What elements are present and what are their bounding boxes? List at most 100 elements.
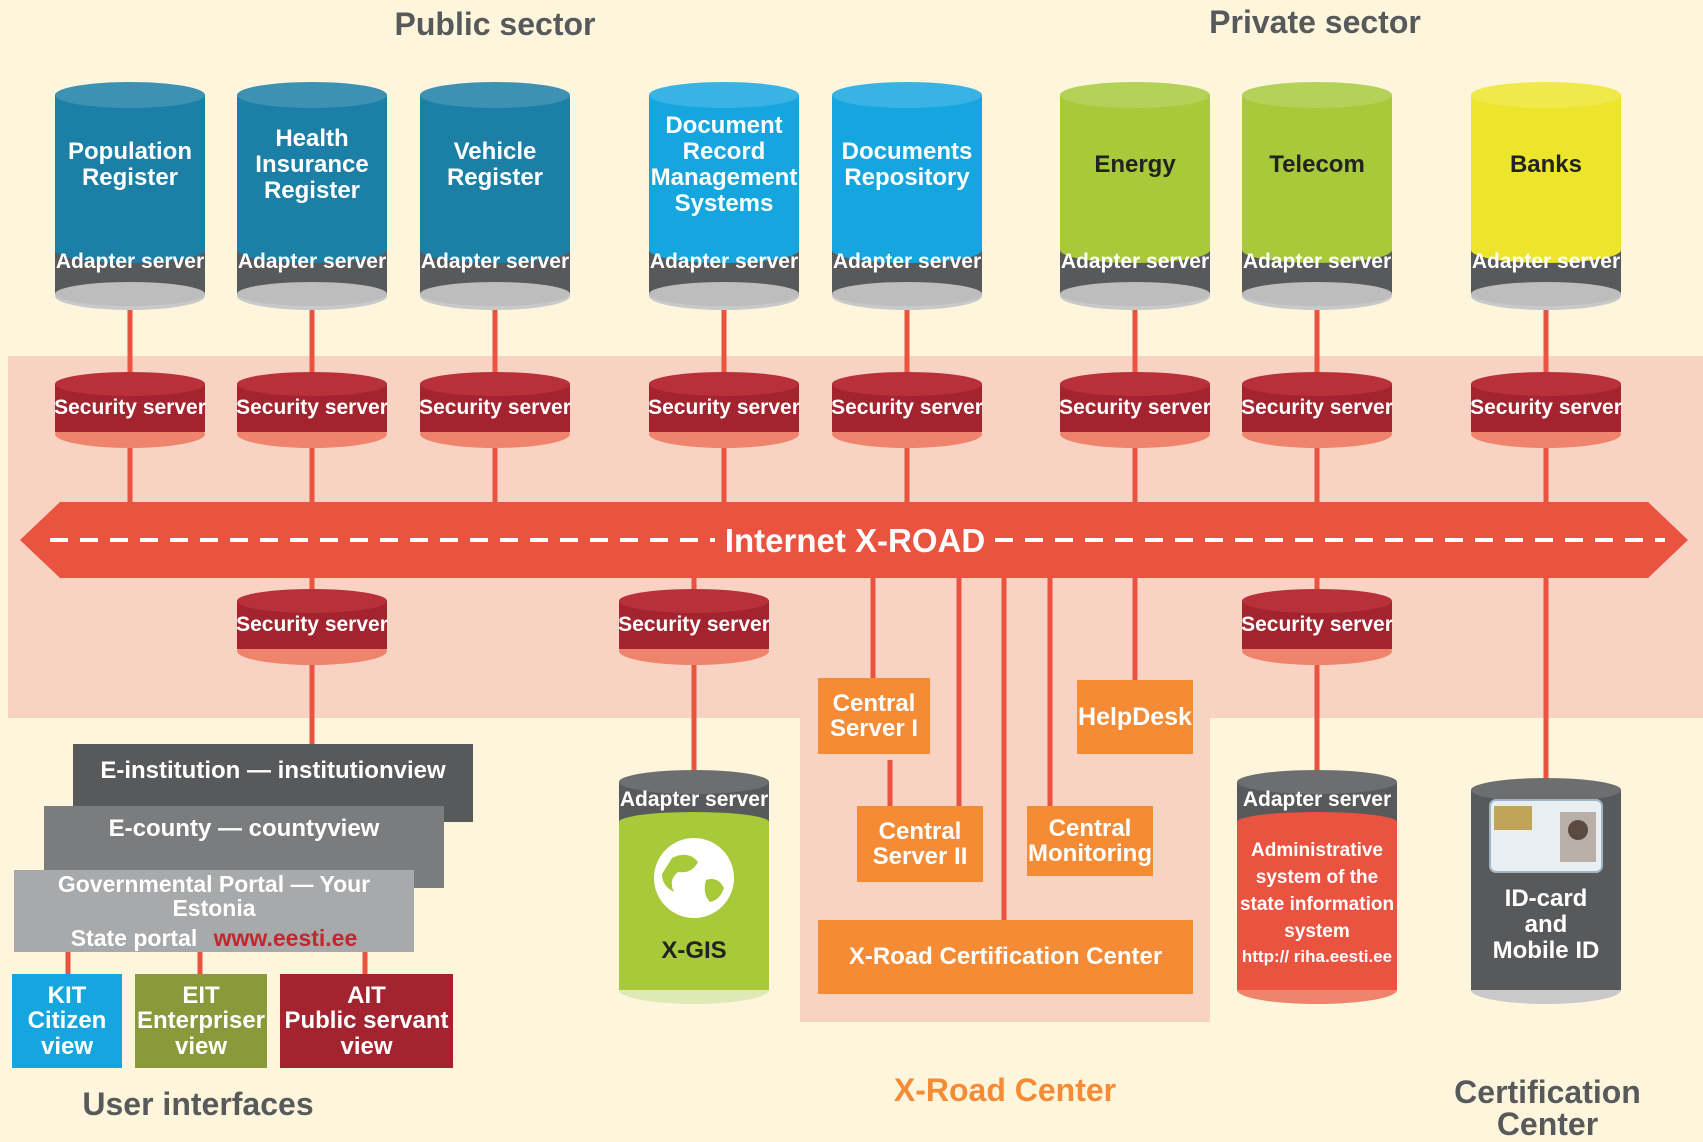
riha-label-line: system of the [1256,867,1378,888]
user-interfaces-title: User interfaces [82,1086,314,1122]
database-lower-rim [1060,237,1210,263]
adapter-server-label: Adapter server [833,250,981,273]
adapter-band-bottom [420,282,570,306]
id-card-chip [1494,806,1532,830]
database-top [55,82,205,108]
database-body [649,95,799,250]
state-portal-url[interactable]: www.eesti.ee [213,925,358,952]
database-label-line: Banks [1510,151,1582,178]
database-label-line: Document [665,112,782,139]
database-top [1242,82,1392,108]
adapter-server-label: Adapter server [56,250,204,273]
database-body [420,95,570,250]
security-server-top-0: Security server [54,372,206,448]
kit-line-1: Citizen [27,1007,107,1035]
database-body [1242,95,1392,250]
governmental-portal-box: Governmental Portal — Your Estonia State… [14,870,414,952]
kit-citizen-view-box: KIT Citizen view [12,974,122,1068]
security-server-label: Security server [618,613,770,636]
database-top [420,82,570,108]
security-server-label: Security server [236,613,388,636]
database-label-line: Documents [842,138,973,165]
database-label-line: Record [683,138,766,165]
ait-line-1: Public servant [284,1007,449,1035]
database-label-line: Population [68,138,192,165]
security-server-top [1242,589,1392,613]
security-server-top [649,372,799,396]
security-server-label: Security server [419,396,571,419]
central-server-2-line-1: Central [878,817,962,845]
central-monitoring-line-2: Monitoring [1028,840,1152,867]
database-lower-rim [420,237,570,263]
database-top [649,82,799,108]
id-card-face [1568,820,1588,840]
security-server-lower-1: Security server [618,589,770,665]
adapter-server-label: Adapter server [1061,250,1209,273]
database-label-line: Register [82,164,178,191]
kit-line-2: view [40,1032,94,1060]
security-server-top-7: Security server [1470,372,1622,448]
security-server-top-1: Security server [236,372,388,448]
database-body [55,95,205,250]
riha-label-line: state information [1240,894,1394,915]
ait-public-servant-view-box: AIT Public servant view [280,974,453,1068]
helpdesk-box: HelpDesk [1077,680,1193,754]
security-server-top [619,589,769,613]
central-server-1-line-2: Server I [829,715,919,742]
security-server-top-6: Security server [1241,372,1393,448]
adapter-server-label: Adapter server [1472,250,1620,273]
database-top [237,82,387,108]
eit-abbr: EIT [182,982,220,1010]
security-server-top [1242,372,1392,396]
governmental-portal-title: Governmental Portal — Your Estonia [57,870,371,921]
security-server-top-3: Security server [648,372,800,448]
ait-abbr: AIT [347,982,386,1010]
database-label-line: Register [264,177,360,204]
security-server-top [832,372,982,396]
database-label-line: Repository [844,164,970,191]
database-top [1060,82,1210,108]
database-lower-rim [237,237,387,263]
database-top [832,82,982,108]
internet-xroad-road [20,502,1688,578]
database-body [1060,95,1210,250]
database-lower-rim [55,237,205,263]
adapter-server-label: Adapter server [238,250,386,273]
database-label-line: Vehicle [454,138,537,165]
state-portal-line: State portal www.eesti.ee [71,926,358,950]
adapter-band-bottom [649,282,799,306]
database-body [237,95,387,250]
adapter-band-bottom [1242,282,1392,306]
central-server-2-line-2: Server II [872,843,968,870]
security-server-top [237,372,387,396]
riha-adapter-label: Adapter server [1243,788,1391,811]
xgis-adapter-label: Adapter server [620,788,768,811]
public-sector-title: Public sector [394,6,596,42]
database-label-line: Energy [1094,151,1176,178]
eit-enterpriser-view-box: EIT Enterpriser view [135,974,267,1068]
central-server-1-box: Central Server I [818,678,930,754]
eit-line-2: view [174,1032,228,1060]
database-lower-rim [1242,237,1392,263]
database-body [832,95,982,250]
xgis-top [619,770,769,794]
eit-line-1: Enterpriser [136,1007,266,1035]
riha-rim [1237,812,1397,832]
adapter-band-bottom [55,282,205,306]
xroad-center-title: X-Road Center [893,1072,1117,1108]
security-server-lower-0: Security server [236,589,388,665]
adapter-server-label: Adapter server [1243,250,1391,273]
kit-abbr: KIT [47,982,87,1010]
database-top [1471,82,1621,108]
adapter-server-label: Adapter server [421,250,569,273]
adapter-band-bottom [237,282,387,306]
xroad-certification-center-box: X-Road Certification Center [818,920,1193,994]
